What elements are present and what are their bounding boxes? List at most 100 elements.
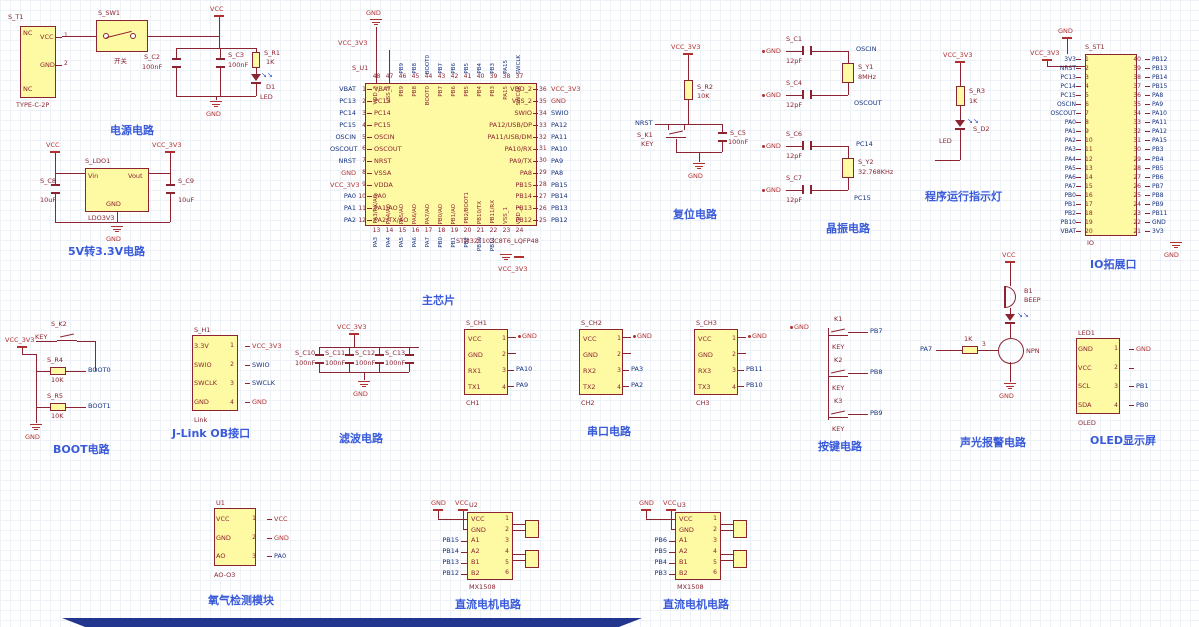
- resistor[interactable]: [50, 367, 66, 375]
- npn-transistor[interactable]: [998, 338, 1024, 364]
- net-label: PA15: [1152, 137, 1167, 145]
- wire: [1067, 39, 1068, 54]
- block-title: 氧气检测模块: [208, 594, 274, 607]
- pin-name: RX1: [468, 366, 482, 375]
- crystal[interactable]: [842, 63, 854, 83]
- resistor[interactable]: [50, 403, 66, 411]
- net-label: GND: [1152, 218, 1166, 226]
- pin-stub: [533, 196, 538, 198]
- ldo-regulator[interactable]: [85, 168, 149, 212]
- pushbutton[interactable]: [57, 333, 77, 342]
- motor-driver-ic[interactable]: [675, 512, 721, 580]
- io-pin-row: PC13 3 38 PB14: [1032, 73, 1196, 82]
- net-label: PB0: [1136, 401, 1149, 410]
- power-bar: [683, 53, 693, 55]
- resistor[interactable]: [252, 52, 260, 68]
- capacitor[interactable]: [216, 58, 225, 68]
- pin-stub: [1076, 68, 1081, 70]
- pin-stub: [245, 345, 250, 347]
- pin-number: 2: [502, 351, 506, 359]
- pin-name: RX2: [583, 366, 597, 375]
- wire: [95, 341, 96, 371]
- led-bar: [1005, 322, 1015, 324]
- oxygen-sensor[interactable]: [214, 508, 256, 566]
- led-symbol[interactable]: [251, 74, 261, 81]
- pin-stub: [1145, 203, 1150, 205]
- capacitor[interactable]: [802, 185, 812, 194]
- motor-connector[interactable]: [525, 520, 539, 538]
- capacitor[interactable]: [172, 58, 181, 68]
- pin-number-col: 20: [461, 228, 474, 234]
- vcc33-flag: VCC_3V3: [943, 51, 973, 59]
- net-label: PA6: [412, 237, 419, 248]
- resistor[interactable]: [956, 86, 965, 106]
- pushbutton[interactable]: [666, 130, 686, 139]
- pin-number: 10: [1085, 137, 1093, 145]
- capacitor[interactable]: [375, 354, 384, 364]
- capacitor[interactable]: [345, 354, 354, 364]
- wire: [671, 511, 672, 529]
- junction-dot: [748, 334, 751, 338]
- gnd-flag: GND: [639, 499, 654, 507]
- io-header[interactable]: [1085, 54, 1137, 236]
- pushbutton[interactable]: [828, 410, 848, 419]
- wire: [1010, 263, 1011, 282]
- led-symbol[interactable]: [955, 120, 965, 127]
- net-label: PB13: [1152, 65, 1168, 73]
- pin-number: 42: [450, 73, 459, 80]
- net-label: PA7: [920, 345, 933, 353]
- net-label: PB0: [1064, 191, 1076, 199]
- pin-number-col: 15: [396, 228, 409, 234]
- pin-name: PC13: [374, 97, 391, 106]
- module-body[interactable]: [464, 329, 508, 395]
- pin-number: 19: [1085, 218, 1093, 226]
- led-symbol[interactable]: [1005, 314, 1015, 321]
- motor-connector[interactable]: [733, 520, 747, 538]
- buzzer[interactable]: [1004, 286, 1016, 308]
- pin-stub: [1145, 176, 1150, 178]
- motor-connector[interactable]: [525, 550, 539, 568]
- module-body[interactable]: [694, 329, 738, 395]
- ldo-circuit-block: VCC S_LDO1 Vin Vout GND LDO3V3 VCC_3V3 S…: [40, 140, 200, 258]
- typec-connector[interactable]: [20, 26, 56, 98]
- resistor[interactable]: [684, 80, 693, 100]
- net-label: BOOT0: [88, 366, 111, 374]
- module-body[interactable]: [579, 329, 623, 395]
- capacitor[interactable]: [802, 141, 812, 150]
- wire: [623, 353, 631, 354]
- jlink-header[interactable]: [192, 335, 238, 411]
- pin-stub: [1145, 77, 1150, 79]
- pin-number: 21: [476, 227, 485, 234]
- pin-number: 44: [424, 73, 433, 80]
- pin-name: PB13: [515, 204, 532, 213]
- mcu-chip[interactable]: [365, 83, 537, 226]
- capacitor[interactable]: [718, 132, 727, 142]
- pin-stub: [1145, 158, 1150, 160]
- mcu-pin-row: PB15 28 PB15: [468, 179, 581, 191]
- wire: [22, 354, 36, 355]
- pushbutton[interactable]: [828, 328, 848, 337]
- pin-name: B1: [679, 558, 688, 567]
- net-label: SWIO: [551, 109, 569, 118]
- capacitor[interactable]: [315, 354, 324, 364]
- motor-driver-ic[interactable]: [467, 512, 513, 580]
- resistor[interactable]: [962, 346, 978, 354]
- crystal[interactable]: [842, 158, 854, 178]
- capacitor[interactable]: [405, 354, 414, 364]
- pin-number: 35: [1133, 101, 1141, 109]
- pushbutton[interactable]: [828, 369, 848, 378]
- gnd-flag: GND: [762, 142, 781, 150]
- pin-number: 26: [1133, 182, 1141, 190]
- motor-connector[interactable]: [733, 550, 747, 568]
- oled-display[interactable]: [1076, 338, 1120, 414]
- capacitor[interactable]: [802, 90, 812, 99]
- pin-stub: [1129, 348, 1134, 350]
- capacitor[interactable]: [802, 46, 812, 55]
- net-label: PC13: [339, 97, 356, 106]
- pin-stub: [1145, 131, 1150, 133]
- power-bar: [458, 509, 468, 511]
